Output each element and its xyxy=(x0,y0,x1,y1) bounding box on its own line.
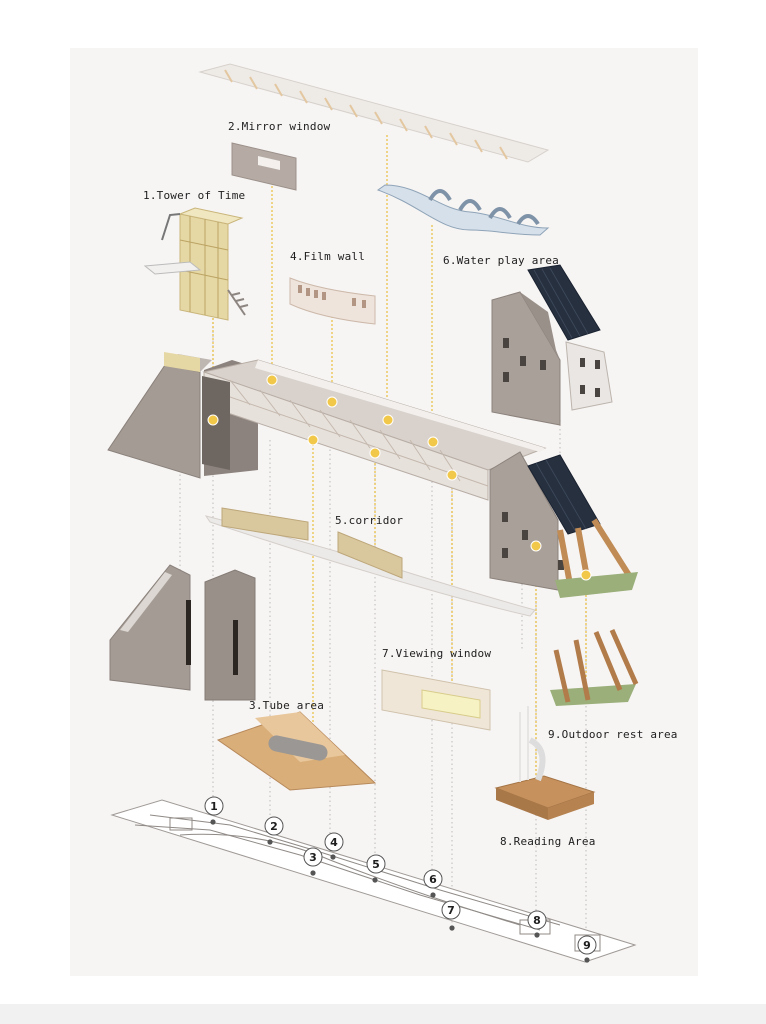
roof-structure xyxy=(198,63,550,163)
label-water-play-area: 6.Water play area xyxy=(443,254,559,267)
plan-marker-4-text: 4 xyxy=(330,836,338,849)
plan-marker-1-text: 1 xyxy=(210,800,218,813)
plan-point xyxy=(430,892,436,898)
reading-area xyxy=(494,706,596,820)
water-slide xyxy=(376,184,550,236)
plan-point xyxy=(584,957,590,963)
plan-marker-7-text: 7 xyxy=(447,904,455,917)
plan-point xyxy=(310,870,316,876)
plan-marker-2: 2 xyxy=(264,816,284,836)
mirror-window-panel xyxy=(231,142,297,191)
plan-point xyxy=(534,932,540,938)
plan-number-markers: 1 2 3 4 5 6 7 8 9 xyxy=(204,796,597,955)
label-film-wall: 4.Film wall xyxy=(290,250,366,263)
callout-dot-viewing xyxy=(446,469,458,481)
plan-marker-9-text: 9 xyxy=(583,939,591,952)
plan-marker-8: 8 xyxy=(527,910,547,930)
plan-marker-9: 9 xyxy=(577,935,597,955)
plan-marker-5: 5 xyxy=(366,854,386,874)
label-viewing-window: 7.Viewing window xyxy=(382,647,492,660)
callout-dot-mirror xyxy=(266,374,278,386)
plan-point xyxy=(267,839,273,845)
label-outdoor-rest-area: 9.Outdoor rest area xyxy=(548,728,678,741)
label-tube-area: 3.Tube area xyxy=(249,699,325,712)
callout-dot-outdoor xyxy=(580,569,592,581)
callout-dot-tower xyxy=(207,414,219,426)
plan-marker-1: 1 xyxy=(204,796,224,816)
water-play-house-exploded xyxy=(491,264,613,426)
outdoor-rest-fins xyxy=(550,628,639,706)
plan-marker-3-text: 3 xyxy=(309,851,317,864)
viewing-window-panel xyxy=(381,669,491,731)
callout-dot-water xyxy=(427,436,439,448)
label-mirror-window: 2.Mirror window xyxy=(228,120,331,133)
callout-dot-film xyxy=(326,396,338,408)
main-bridge-assembly xyxy=(107,352,638,598)
plan-location-points xyxy=(210,819,590,963)
callout-dot-reading xyxy=(530,540,542,552)
plan-marker-2-text: 2 xyxy=(270,820,278,833)
callout-dot-tube xyxy=(307,434,319,446)
callout-dot-roof xyxy=(382,414,394,426)
plan-marker-6-text: 6 xyxy=(429,873,437,886)
bottom-band xyxy=(0,1004,766,1024)
film-wall-panel xyxy=(289,277,376,325)
label-corridor: 5.corridor xyxy=(335,514,404,527)
label-reading-area: 8.Reading Area xyxy=(500,835,596,848)
callout-dots xyxy=(207,374,592,581)
corridor-exploded xyxy=(204,507,536,617)
plan-marker-4: 4 xyxy=(324,832,344,852)
callout-dot-corridor xyxy=(369,447,381,459)
plan-marker-5-text: 5 xyxy=(372,858,380,871)
plan-point xyxy=(372,877,378,883)
plan-point xyxy=(330,854,336,860)
plan-marker-3: 3 xyxy=(303,847,323,867)
plan-marker-6: 6 xyxy=(423,869,443,889)
plan-marker-8-text: 8 xyxy=(533,914,541,927)
tube-area-platform xyxy=(216,711,377,791)
label-tower-of-time: 1.Tower of Time xyxy=(143,189,246,202)
plan-point xyxy=(449,925,455,931)
plan-point xyxy=(210,819,216,825)
lower-buttress xyxy=(109,564,256,701)
plan-marker-7: 7 xyxy=(441,900,461,920)
tower-of-time-exploded xyxy=(143,207,249,321)
